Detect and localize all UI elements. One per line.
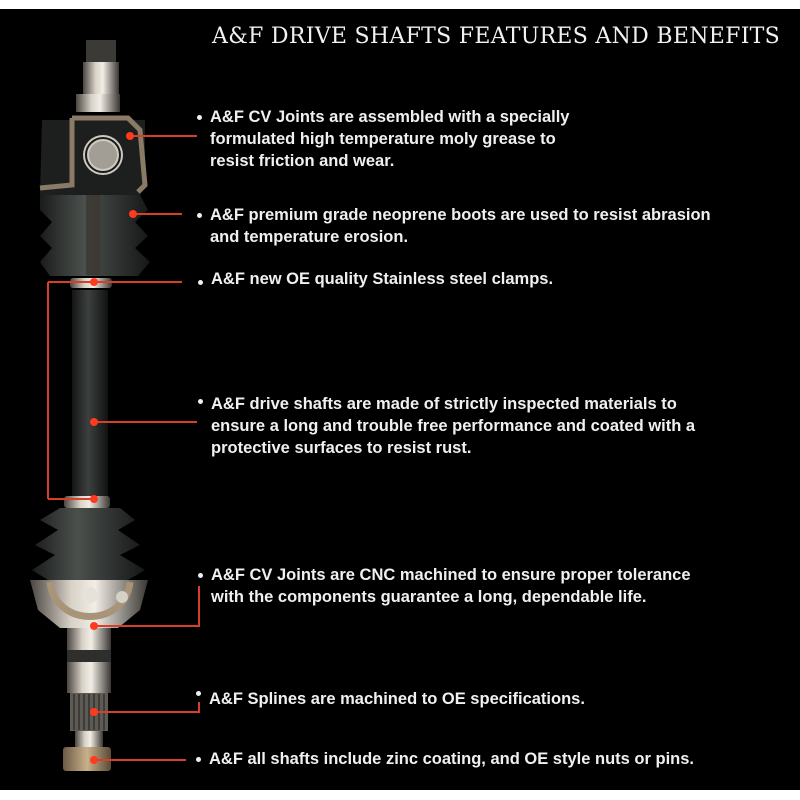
inner-cv-joint-icon <box>39 115 148 195</box>
page-title: A&F DRIVE SHAFTS FEATURES AND BENEFITS <box>212 24 781 49</box>
feature-inspected-materials: A&F drive shafts are made of strictly in… <box>198 393 695 459</box>
stub-axle-icon <box>67 628 111 747</box>
inner-boot-icon <box>40 195 150 276</box>
feature-splines: A&F Splines are machined to OE specifica… <box>196 688 585 710</box>
bullet-icon <box>198 399 203 404</box>
infographic-canvas: A&F DRIVE SHAFTS FEATURES AND BENEFITS A… <box>0 9 800 790</box>
bullet-icon <box>196 757 201 762</box>
outer-boot-icon <box>32 508 145 580</box>
bullet-icon <box>197 213 202 218</box>
feature-cnc-machined: A&F CV Joints are CNC machined to ensure… <box>198 564 691 608</box>
feature-cv-joint-grease: A&F CV Joints are assembled with a speci… <box>197 106 569 172</box>
feature-zinc-coating: A&F all shafts include zinc coating, and… <box>196 748 694 770</box>
bullet-icon <box>197 115 202 120</box>
callout-dots <box>90 132 137 764</box>
top-spline-stub-icon <box>76 40 120 112</box>
feature-neoprene-boots: A&F premium grade neoprene boots are use… <box>197 204 711 248</box>
bullet-icon <box>198 573 203 578</box>
clamp-bottom-icon <box>64 496 110 508</box>
axle-nut-icon <box>63 747 111 771</box>
callout-lines <box>47 135 200 761</box>
drive-shaft-illustration <box>30 40 200 771</box>
shaft-bar-icon <box>72 290 108 502</box>
bullet-icon <box>198 280 203 285</box>
feature-stainless-clamps: A&F new OE quality Stainless steel clamp… <box>198 268 553 290</box>
bullet-icon <box>196 691 201 696</box>
outer-cv-joint-icon <box>30 580 148 628</box>
